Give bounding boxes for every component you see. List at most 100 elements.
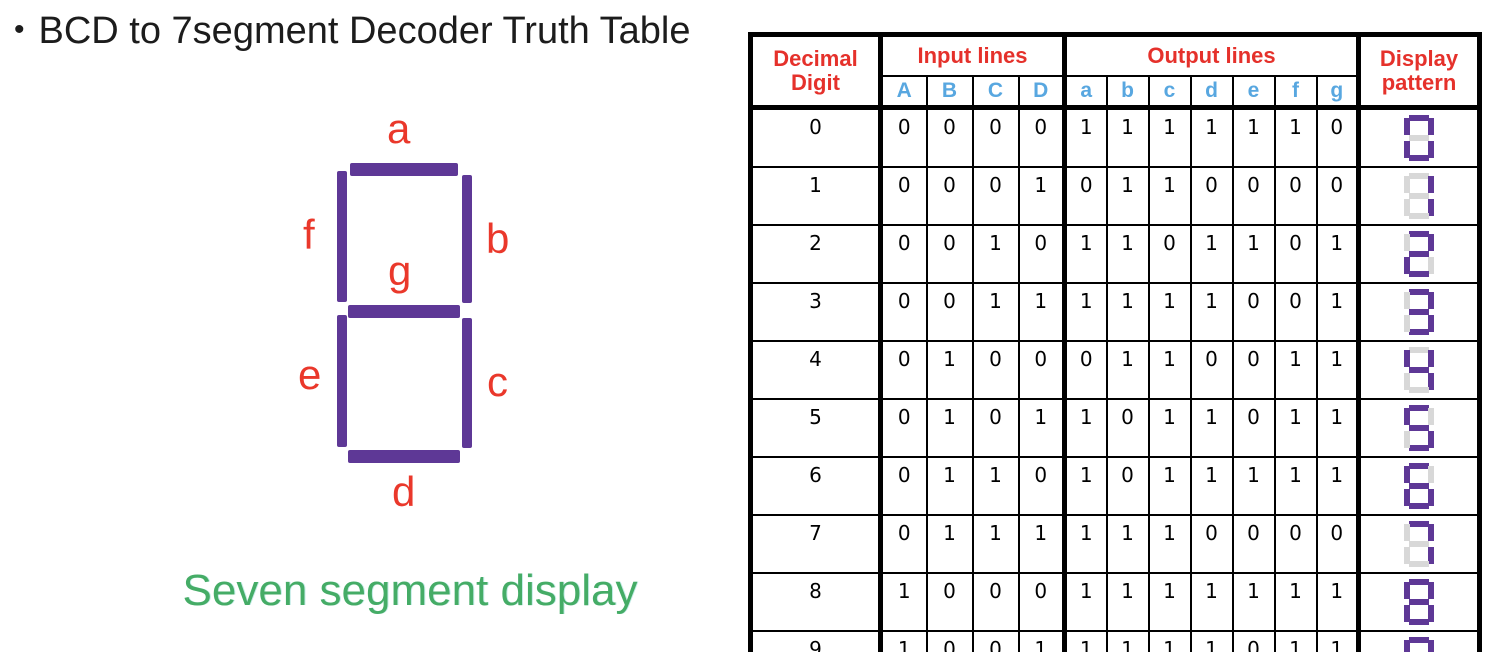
cell-output-b: 1	[1105, 224, 1150, 284]
segment-c-bar	[462, 318, 472, 448]
f-segment	[1404, 640, 1410, 652]
cell-input-D: 1	[1017, 282, 1067, 342]
cell-output-a: 1	[1063, 514, 1108, 574]
segment-f-label: f	[303, 211, 315, 258]
cell-output-a: 1	[1063, 630, 1108, 652]
cell-display-pattern	[1357, 166, 1481, 226]
cell-input-C: 0	[971, 106, 1020, 168]
cell-output-g: 1	[1315, 630, 1361, 652]
cell-output-e: 1	[1231, 224, 1276, 284]
cell-input-C: 0	[971, 398, 1020, 458]
cell-output-f: 0	[1273, 224, 1318, 284]
cell-display-pattern	[1357, 572, 1481, 632]
cell-decimal-digit: 6	[749, 456, 883, 516]
a-segment	[1409, 289, 1429, 295]
header-input-C: C	[971, 74, 1020, 110]
cell-input-C: 1	[971, 514, 1020, 574]
mini-seven-segment-display	[1404, 347, 1434, 393]
d-segment	[1409, 445, 1429, 451]
cell-decimal-digit: 1	[749, 166, 883, 226]
cell-output-c: 1	[1147, 106, 1192, 168]
cell-output-c: 0	[1147, 224, 1192, 284]
cell-output-e: 1	[1231, 572, 1276, 632]
cell-output-b: 1	[1105, 106, 1150, 168]
f-segment	[1404, 582, 1410, 599]
cell-input-B: 0	[925, 106, 974, 168]
c-segment	[1428, 257, 1434, 274]
cell-input-C: 1	[971, 456, 1020, 516]
c-segment	[1428, 199, 1434, 216]
cell-display-pattern	[1357, 340, 1481, 400]
d-segment	[1409, 155, 1429, 161]
cell-output-e: 1	[1231, 456, 1276, 516]
cell-output-f: 1	[1273, 456, 1318, 516]
f-segment	[1404, 466, 1410, 483]
d-segment	[1409, 503, 1429, 509]
cell-output-d: 0	[1189, 166, 1234, 226]
cell-decimal-digit: 8	[749, 572, 883, 632]
cell-output-b: 0	[1105, 456, 1150, 516]
g-segment	[1409, 193, 1429, 199]
f-segment	[1404, 234, 1410, 251]
cell-output-a: 0	[1063, 340, 1108, 400]
header-input-B: B	[925, 74, 974, 110]
segment-g-label: g	[388, 247, 412, 294]
page-title-text: BCD to 7segment Decoder Truth Table	[38, 10, 691, 52]
cell-output-f: 1	[1273, 340, 1318, 400]
cell-output-c: 1	[1147, 166, 1192, 226]
cell-input-D: 1	[1017, 514, 1067, 574]
b-segment	[1428, 176, 1434, 193]
cell-output-b: 1	[1105, 572, 1150, 632]
e-segment	[1404, 431, 1410, 448]
cell-input-D: 1	[1017, 398, 1067, 458]
cell-output-d: 0	[1189, 514, 1234, 574]
mini-seven-segment-display	[1404, 405, 1434, 451]
cell-display-pattern	[1357, 514, 1481, 574]
header-output-d: d	[1189, 74, 1234, 110]
cell-output-a: 1	[1063, 106, 1108, 168]
cell-input-D: 0	[1017, 224, 1067, 284]
cell-output-a: 1	[1063, 456, 1108, 516]
cell-input-B: 0	[925, 224, 974, 284]
f-segment	[1404, 524, 1410, 541]
cell-input-B: 1	[925, 398, 974, 458]
b-segment	[1428, 466, 1434, 483]
cell-output-e: 0	[1231, 340, 1276, 400]
cell-output-g: 0	[1315, 514, 1361, 574]
cell-output-d: 1	[1189, 282, 1234, 342]
b-segment	[1428, 118, 1434, 135]
cell-input-A: 0	[879, 224, 928, 284]
e-segment	[1404, 257, 1410, 274]
a-segment	[1409, 521, 1429, 527]
segment-b-bar	[462, 175, 472, 303]
cell-output-e: 0	[1231, 630, 1276, 652]
header-display-pattern: Display pattern	[1357, 33, 1481, 110]
cell-input-B: 1	[925, 514, 974, 574]
b-segment	[1428, 234, 1434, 251]
cell-output-e: 0	[1231, 282, 1276, 342]
a-segment	[1409, 173, 1429, 179]
d-segment	[1409, 329, 1429, 335]
header-input-lines: Input lines	[879, 33, 1067, 77]
b-segment	[1428, 292, 1434, 309]
e-segment	[1404, 605, 1410, 622]
page-title: •BCD to 7segment Decoder Truth Table	[14, 10, 734, 53]
segment-e-bar	[337, 315, 347, 447]
cell-input-D: 0	[1017, 106, 1067, 168]
d-segment	[1409, 561, 1429, 567]
cell-input-A: 0	[879, 398, 928, 458]
cell-output-a: 1	[1063, 224, 1108, 284]
cell-input-B: 1	[925, 456, 974, 516]
segment-a-label: a	[387, 105, 411, 152]
cell-input-C: 0	[971, 340, 1020, 400]
truth-table: Decimal Digit Input lines Output lines D…	[748, 32, 1482, 652]
a-segment	[1409, 405, 1429, 411]
a-segment	[1409, 463, 1429, 469]
cell-input-A: 0	[879, 282, 928, 342]
